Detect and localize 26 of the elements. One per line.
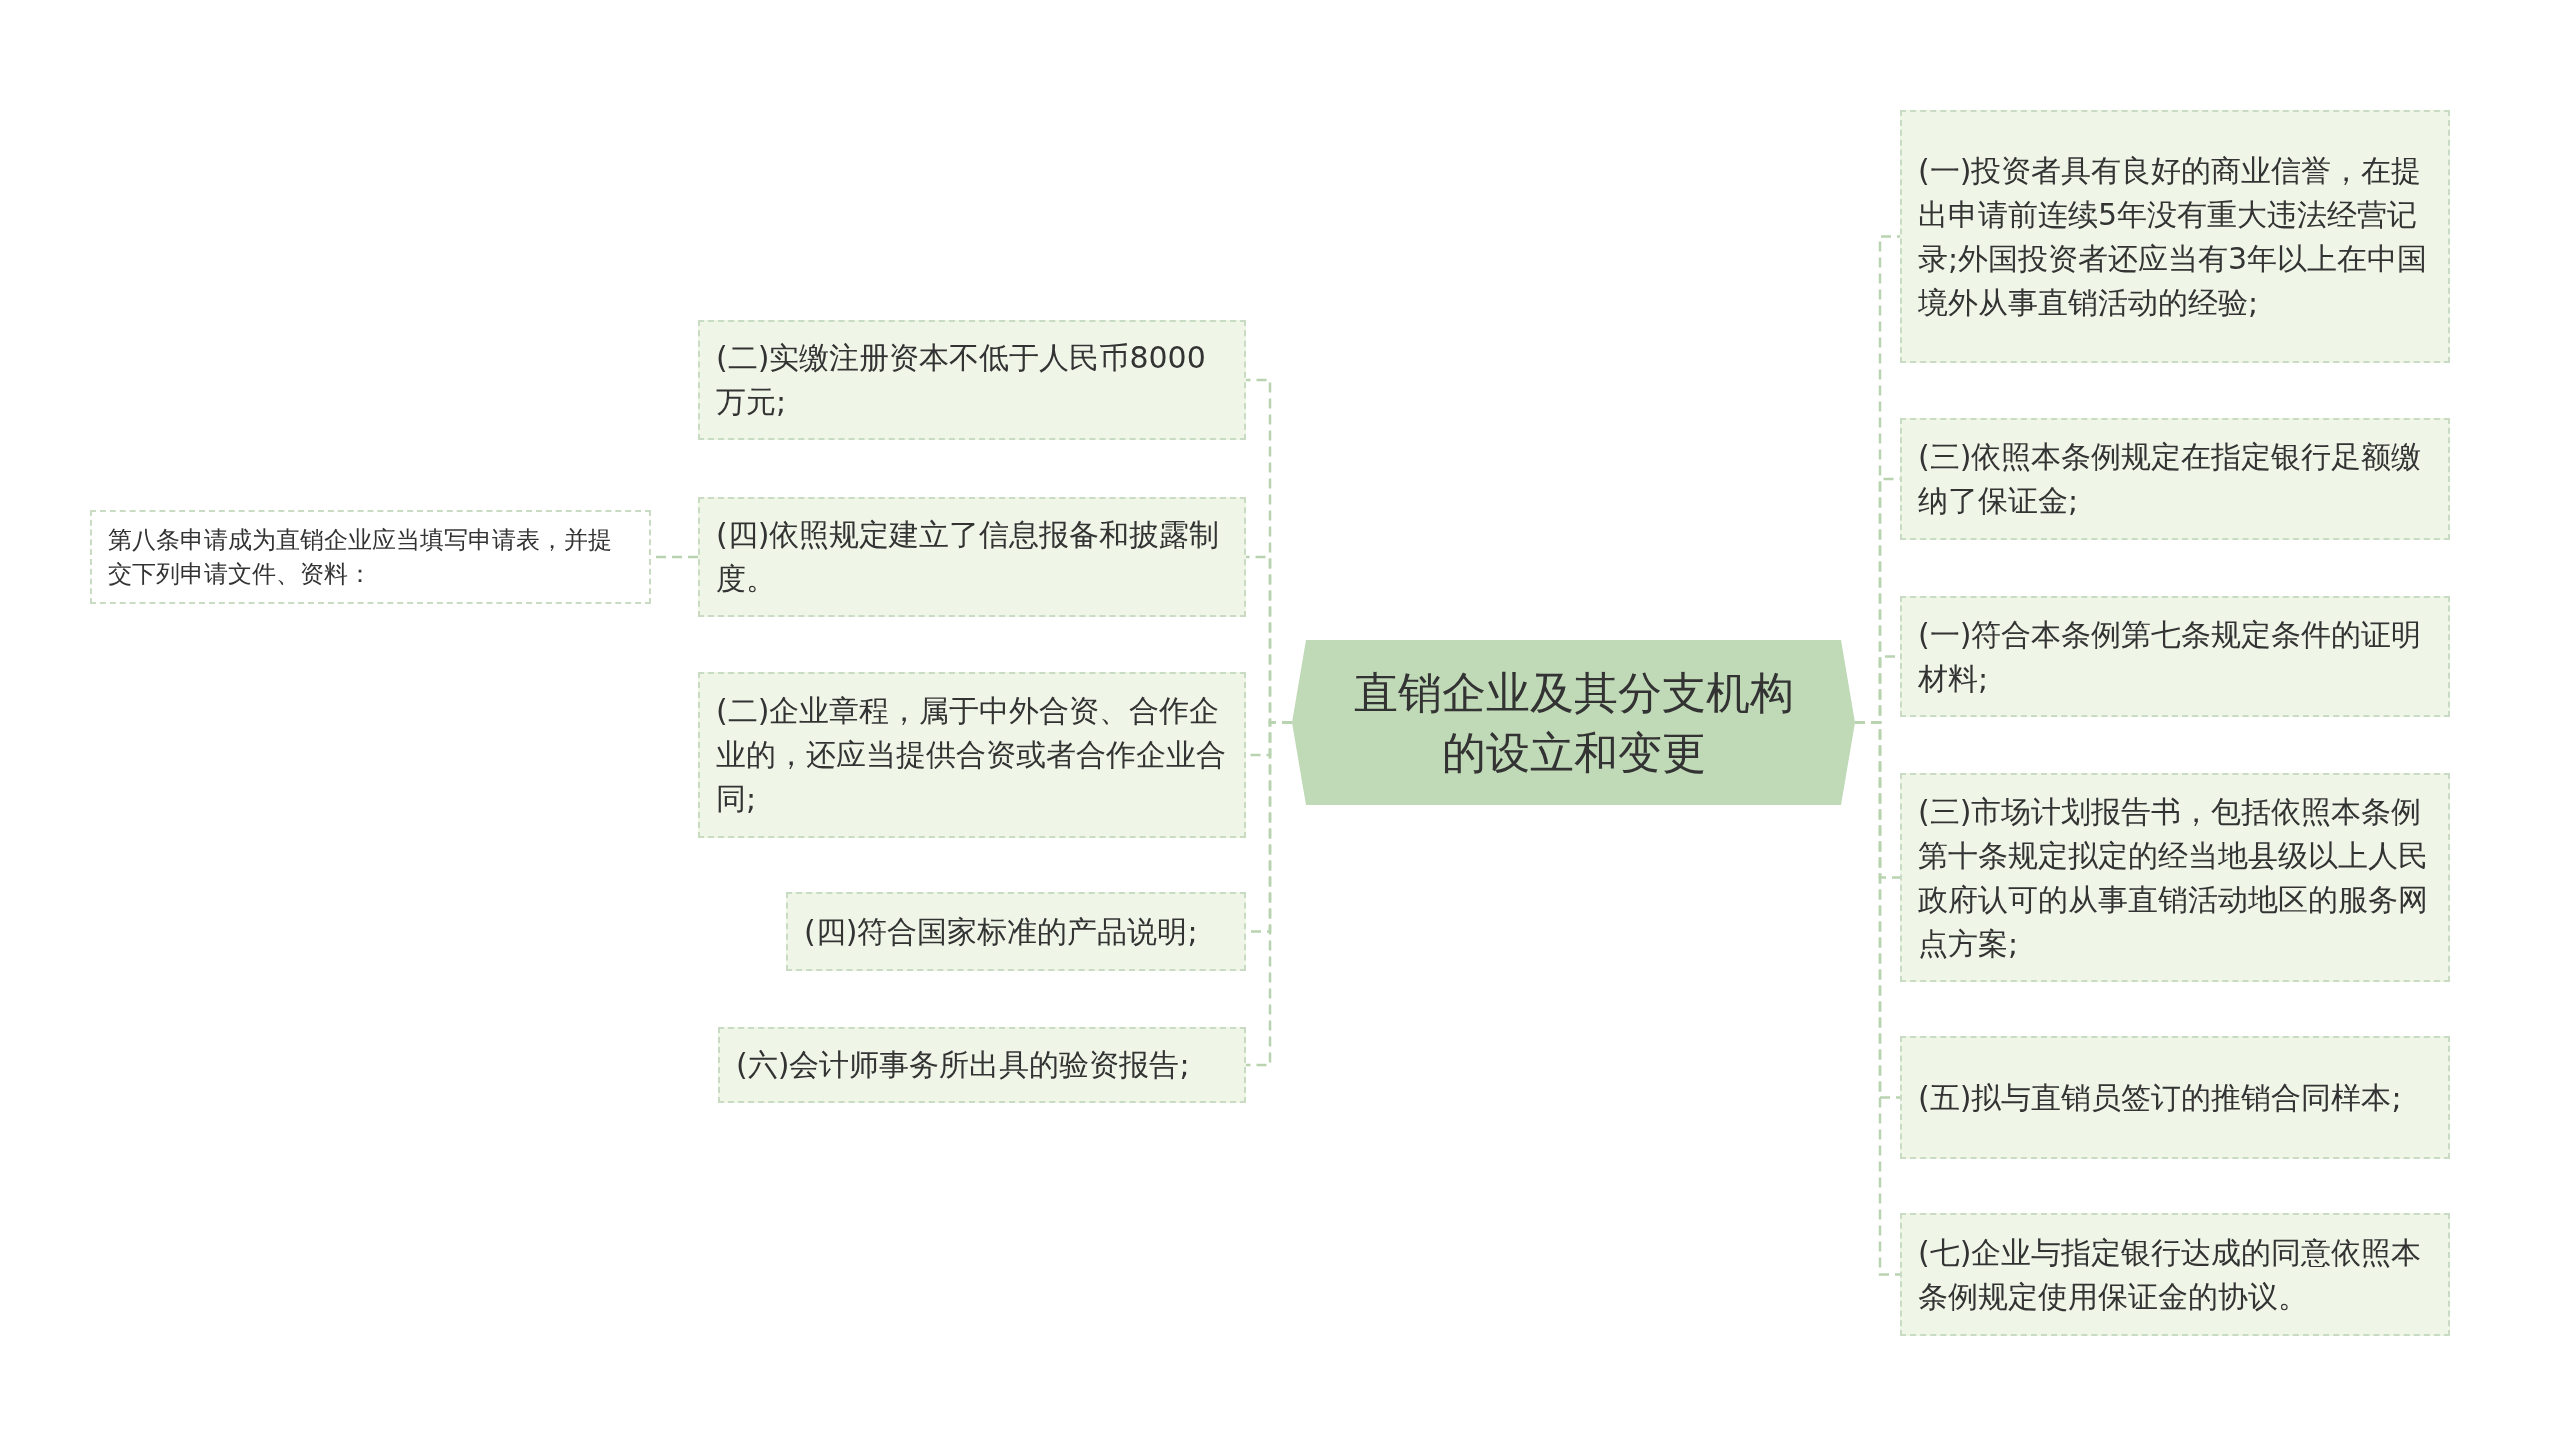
item-text: (一)投资者具有良好的商业信誉，在提出申请前连续5年没有重大违法经营记录;外国投资者还应当有3年以上在中国境外从事直销活动的经验;: [1918, 151, 2429, 322]
item-text: (一)符合本条例第七条规定条件的证明材料;: [1918, 615, 2423, 698]
item-text: (二)企业章程，属于中外合资、合作企业的，还应当提供合资或者合作企业合同;: [716, 692, 1227, 818]
subtopic-box: [1900, 773, 2450, 982]
subtopic-box: [1900, 596, 2450, 717]
subtopic-box: [698, 320, 1246, 440]
subtopic-box: [1900, 418, 2450, 540]
topic-title: 直销企业及其分支机构的设立和变更: [1352, 665, 1795, 780]
item-text: (五)拟与直销员签订的推销合同样本;: [1918, 1078, 2403, 1117]
item-text: 第八条申请成为直销企业应当填写申请表，并提交下列申请文件、资料：: [108, 525, 613, 590]
subtopic-box: [1900, 1213, 2450, 1336]
item-text: (四)依照规定建立了信息报备和披露制度。: [716, 516, 1221, 598]
item-text: (七)企业与指定银行达成的同意依照本条例规定使用保证金的协议。: [1918, 1233, 2423, 1316]
subtopic-box: [718, 1027, 1246, 1103]
item-text: (二)实缴注册资本不低于人民币8000万元;: [716, 339, 1207, 421]
subtopic-box: [1900, 1036, 2450, 1159]
subtopic-box: [786, 892, 1246, 971]
item-text: (三)市场计划报告书，包括依照本条例第十条规定拟定的经当地县级以上人民政府认可的从事直销活动地区的服务网点方案;: [1918, 792, 2429, 963]
item-text: (四)符合国家标准的产品说明;: [804, 912, 1199, 951]
note-box: [90, 510, 651, 604]
subtopic-box: [698, 497, 1246, 617]
subtopic-box: [1900, 110, 2450, 363]
item-text: (三)依照本条例规定在指定银行足额缴纳了保证金;: [1918, 438, 2423, 520]
subtopic-box: [698, 672, 1246, 838]
item-text: (六)会计师事务所出具的验资报告;: [736, 1046, 1191, 1084]
connector-line: [1246, 721, 1292, 1067]
